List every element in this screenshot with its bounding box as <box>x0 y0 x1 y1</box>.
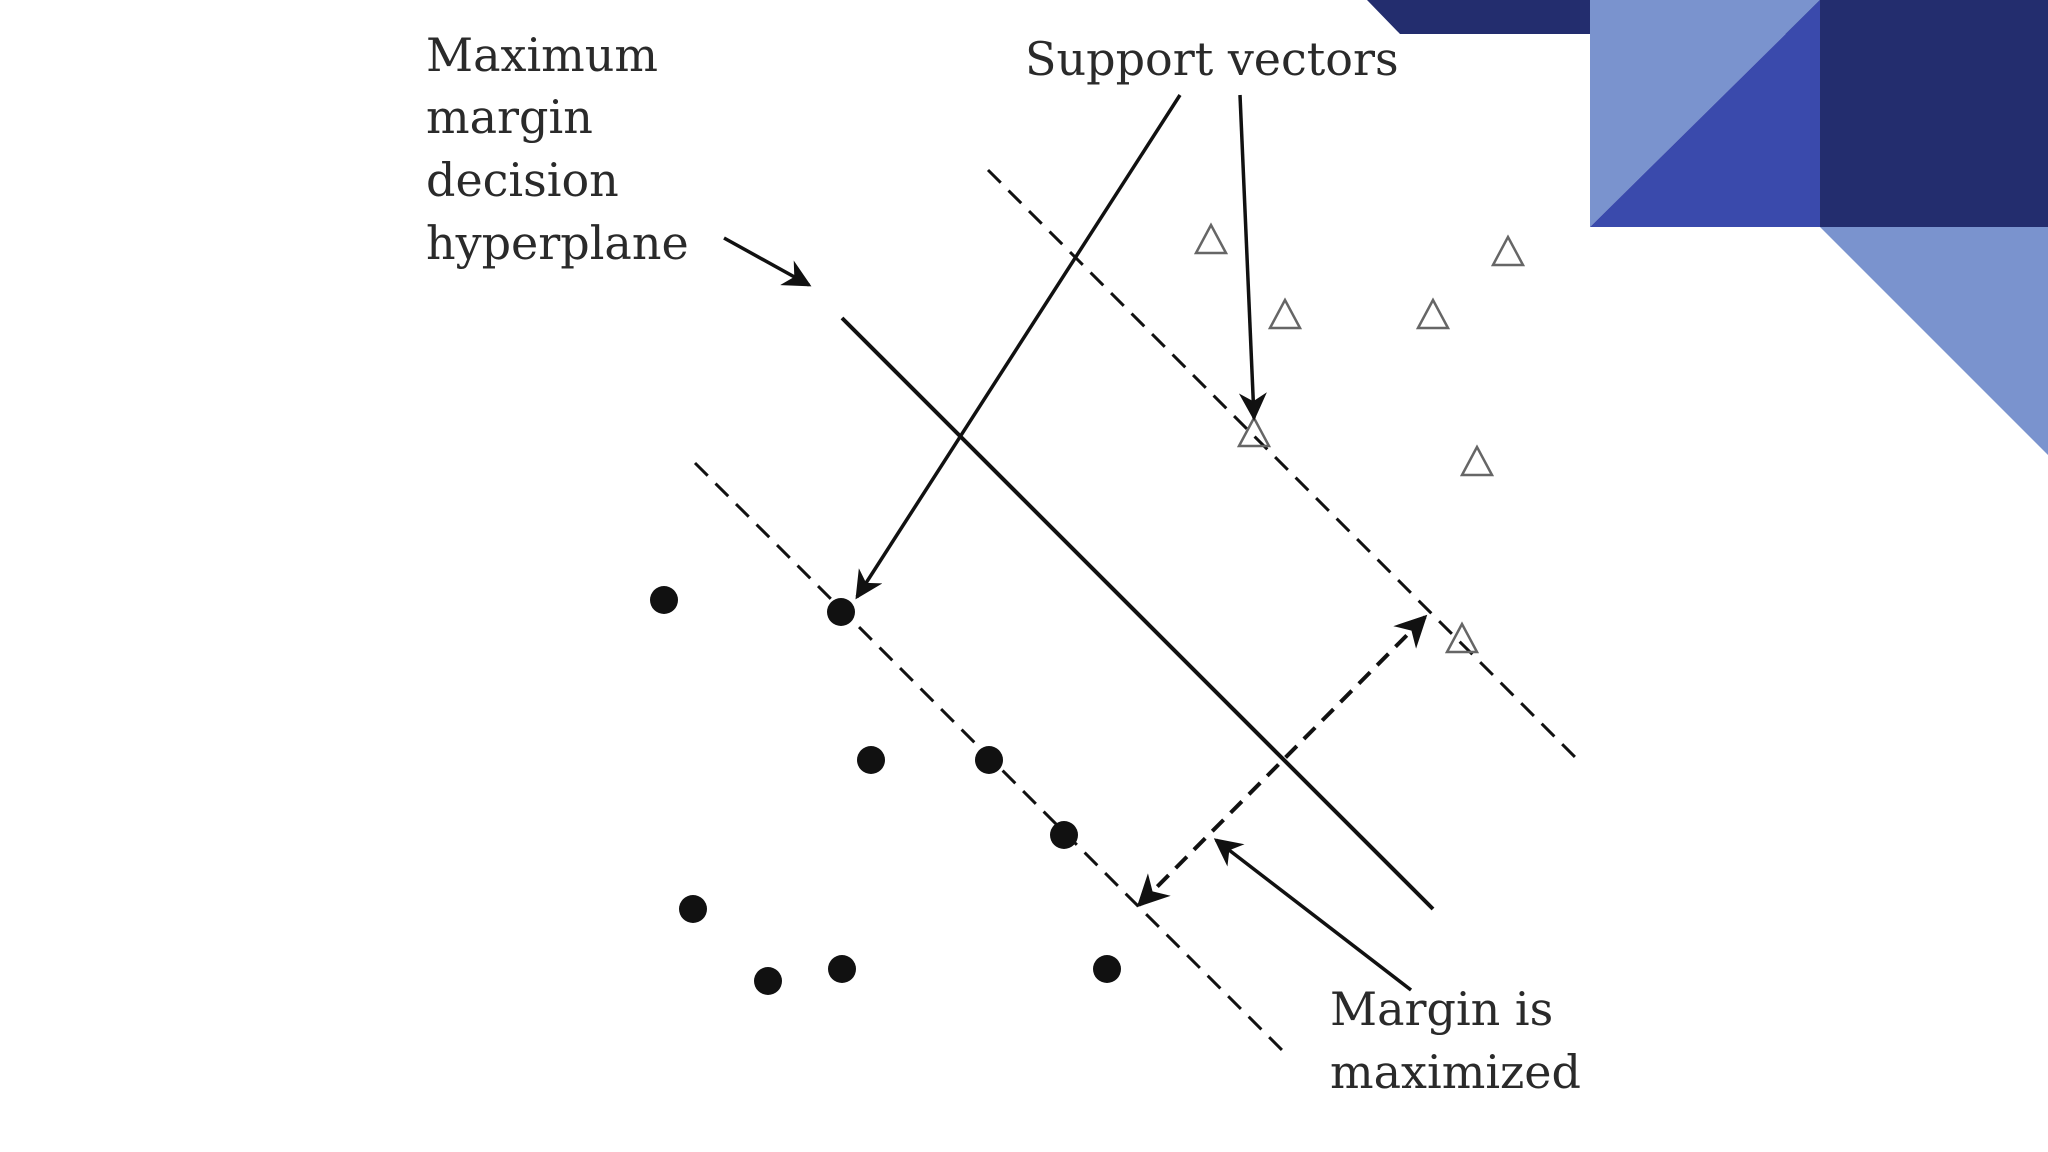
hyperplane-label-line-4: hyperplane <box>426 216 689 270</box>
margin-label-line-2: maximized <box>1330 1045 1581 1099</box>
data-point-triangle <box>1267 297 1303 330</box>
hyperplane-label-arrow <box>723 236 812 287</box>
data-point-circle <box>754 967 782 995</box>
class-b-points <box>1193 222 1526 654</box>
data-point-circle <box>857 746 885 774</box>
data-point-circle <box>1050 821 1078 849</box>
margin-label-line-1: Margin is <box>1330 982 1553 1036</box>
decor-dark-block <box>1820 0 2048 227</box>
data-point-circle <box>650 586 678 614</box>
data-point-circle <box>679 895 707 923</box>
data-point-circle <box>975 746 1003 774</box>
decor-light-lower-triangle <box>1820 227 2048 455</box>
data-point-triangle <box>1415 297 1451 330</box>
support-vector-arrow-right <box>1238 94 1267 421</box>
support-vector-triangle <box>1236 415 1272 448</box>
upper-margin-line <box>986 168 1582 764</box>
data-point-triangle <box>1193 222 1229 255</box>
decision-hyperplane-line <box>840 316 1435 911</box>
hyperplane-label-line-3: decision <box>426 153 619 207</box>
data-point-triangle <box>1490 234 1526 267</box>
support-vector-circle <box>827 598 855 626</box>
hyperplane-label-line-1: Maximum <box>426 28 658 82</box>
margin-label-arrow <box>1213 838 1413 992</box>
class-a-points <box>650 586 1121 995</box>
support-vectors-label: Support vectors <box>1025 32 1399 86</box>
data-point-triangle <box>1459 444 1495 477</box>
support-vector-triangle <box>1444 621 1480 654</box>
data-point-circle <box>1093 955 1121 983</box>
data-point-circle <box>828 955 856 983</box>
hyperplane-label-line-2: margin <box>426 90 593 144</box>
support-vector-arrow-left <box>855 94 1182 600</box>
decor-mid-triangle <box>1590 0 1820 227</box>
margin-width-arrow <box>1136 614 1428 908</box>
corner-decoration <box>1367 0 2048 455</box>
